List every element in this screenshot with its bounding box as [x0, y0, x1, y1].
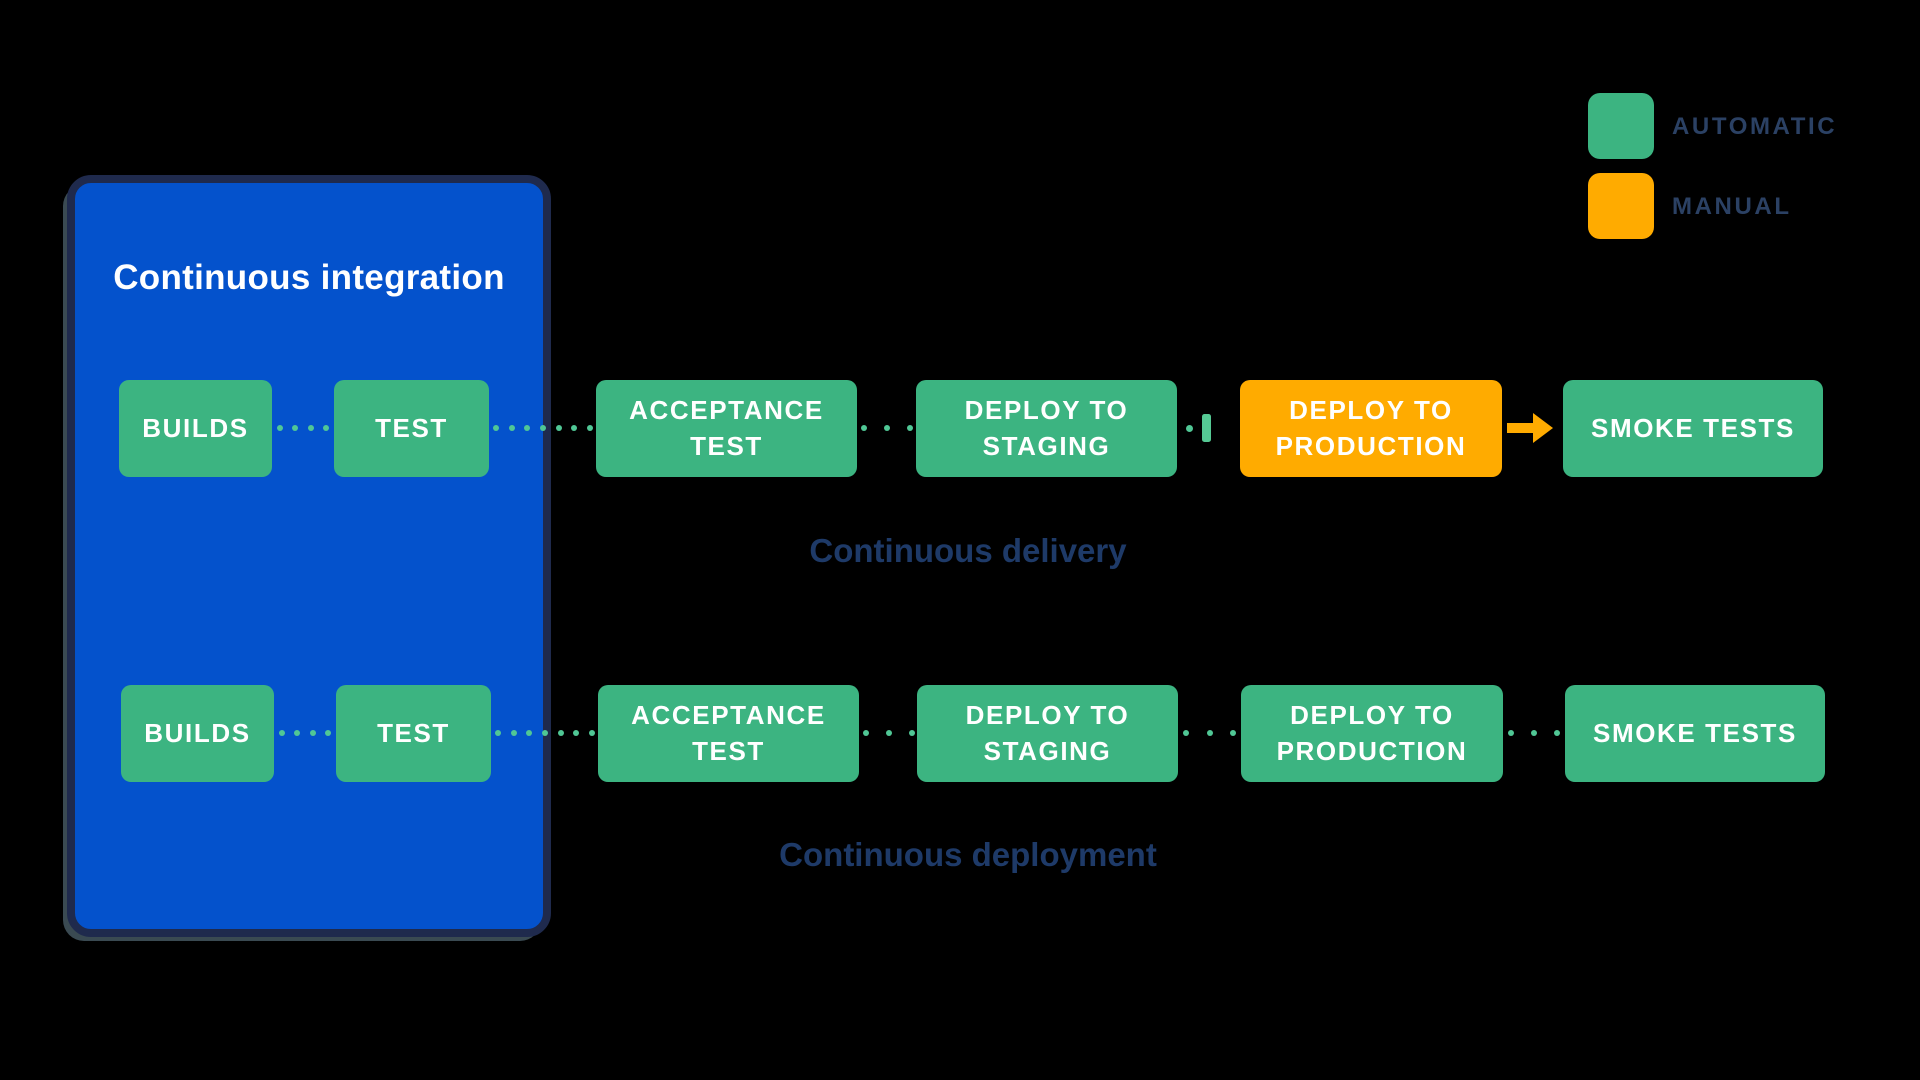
stage-label: DEPLOY TO STAGING — [965, 700, 1130, 766]
stage-label: SMOKE TESTS — [1593, 717, 1797, 748]
connector-dot-icon — [861, 425, 867, 431]
connector-dot-icon — [495, 730, 501, 736]
manual-legend-label: MANUAL — [1672, 193, 1792, 220]
connector-dot-icon — [279, 730, 285, 736]
stage-label: DEPLOY TO PRODUCTION — [1276, 700, 1468, 766]
connector-dot-icon — [526, 730, 533, 736]
dotted-connector — [861, 424, 913, 432]
connector-dot-icon — [510, 730, 517, 736]
delivery-stage-acceptance-test: ACCEPTANCE TEST — [596, 380, 857, 477]
connector-dot-icon — [1554, 730, 1560, 736]
manual-arrow-icon — [1507, 413, 1553, 443]
dotted-connector — [277, 424, 329, 432]
connector-dot-icon — [1508, 730, 1514, 736]
connector-dot-icon — [277, 425, 283, 431]
delivery-stage-test: TEST — [334, 380, 489, 477]
connector-dot-icon — [909, 730, 915, 736]
connector-dot-icon — [292, 425, 299, 431]
stage-label: ACCEPTANCE TEST — [631, 700, 826, 766]
connector-dot-icon — [1230, 730, 1236, 736]
connector-dot-icon — [1531, 730, 1537, 736]
deployment-stage-deploy-to-staging: DEPLOY TO STAGING — [917, 685, 1178, 782]
stage-label: BUILDS — [142, 412, 249, 443]
connector-dot-icon — [884, 425, 890, 431]
automatic-legend-label: AUTOMATIC — [1672, 113, 1838, 140]
connector-dot-icon — [541, 730, 548, 736]
connector-dot-icon — [1183, 730, 1189, 736]
automatic-swatch-icon — [1588, 93, 1654, 159]
continuous-integration-title: Continuous integration — [113, 258, 505, 297]
connector-dot-icon — [1206, 730, 1213, 736]
deployment-stage-deploy-to-production: DEPLOY TO PRODUCTION — [1241, 685, 1503, 782]
deployment-stage-acceptance-test: ACCEPTANCE TEST — [598, 685, 859, 782]
stage-label: DEPLOY TO STAGING — [964, 395, 1129, 461]
connector-dot-icon — [886, 730, 892, 736]
stage-label: TEST — [377, 717, 450, 748]
connector-dot-icon — [508, 425, 515, 431]
connector-dot-icon — [588, 730, 595, 736]
stage-label: TEST — [375, 412, 448, 443]
stage-label: SMOKE TESTS — [1591, 412, 1795, 443]
connector-dot-icon — [524, 425, 531, 431]
deployment-stage-test: TEST — [336, 685, 491, 782]
connector-dot-icon — [324, 730, 331, 736]
connector-dot-icon — [557, 730, 564, 736]
connector-dot-icon — [863, 730, 869, 736]
connector-dot-icon — [307, 425, 314, 431]
connector-dot-icon — [573, 730, 580, 736]
connector-dot-icon — [493, 425, 499, 431]
connector-dot-icon — [294, 730, 301, 736]
connector-dot-icon — [309, 730, 316, 736]
dotted-connector — [863, 729, 915, 737]
delivery-stage-deploy-to-production: DEPLOY TO PRODUCTION — [1240, 380, 1502, 477]
dotted-connector — [495, 729, 595, 737]
continuous-deployment-label: Continuous deployment — [779, 836, 1157, 873]
continuous-integration-container — [67, 175, 551, 937]
delivery-stage-builds: BUILDS — [119, 380, 272, 477]
deployment-stage-smoke-tests: SMOKE TESTS — [1565, 685, 1825, 782]
dotted-connector — [493, 424, 593, 432]
continuous-delivery-label: Continuous delivery — [809, 532, 1127, 569]
connector-dot-icon — [322, 425, 329, 431]
dotted-connector — [1183, 729, 1236, 737]
delivery-stage-deploy-to-staging: DEPLOY TO STAGING — [916, 380, 1177, 477]
deployment-stage-builds: BUILDS — [121, 685, 274, 782]
stage-label: BUILDS — [144, 717, 251, 748]
connector-dot-icon — [555, 425, 562, 431]
manual-swatch-icon — [1588, 173, 1654, 239]
stage-label: ACCEPTANCE TEST — [629, 395, 824, 461]
connector-dot-icon — [907, 425, 913, 431]
manual-gate-icon — [1202, 414, 1211, 442]
dotted-connector — [1508, 729, 1560, 737]
delivery-stage-smoke-tests: SMOKE TESTS — [1563, 380, 1823, 477]
connector-dot-icon — [539, 425, 546, 431]
connector-dot-icon — [1186, 425, 1193, 432]
connector-dot-icon — [571, 425, 578, 431]
dotted-connector — [279, 729, 331, 737]
stage-label: DEPLOY TO PRODUCTION — [1275, 395, 1467, 461]
connector-dot-icon — [586, 425, 593, 431]
